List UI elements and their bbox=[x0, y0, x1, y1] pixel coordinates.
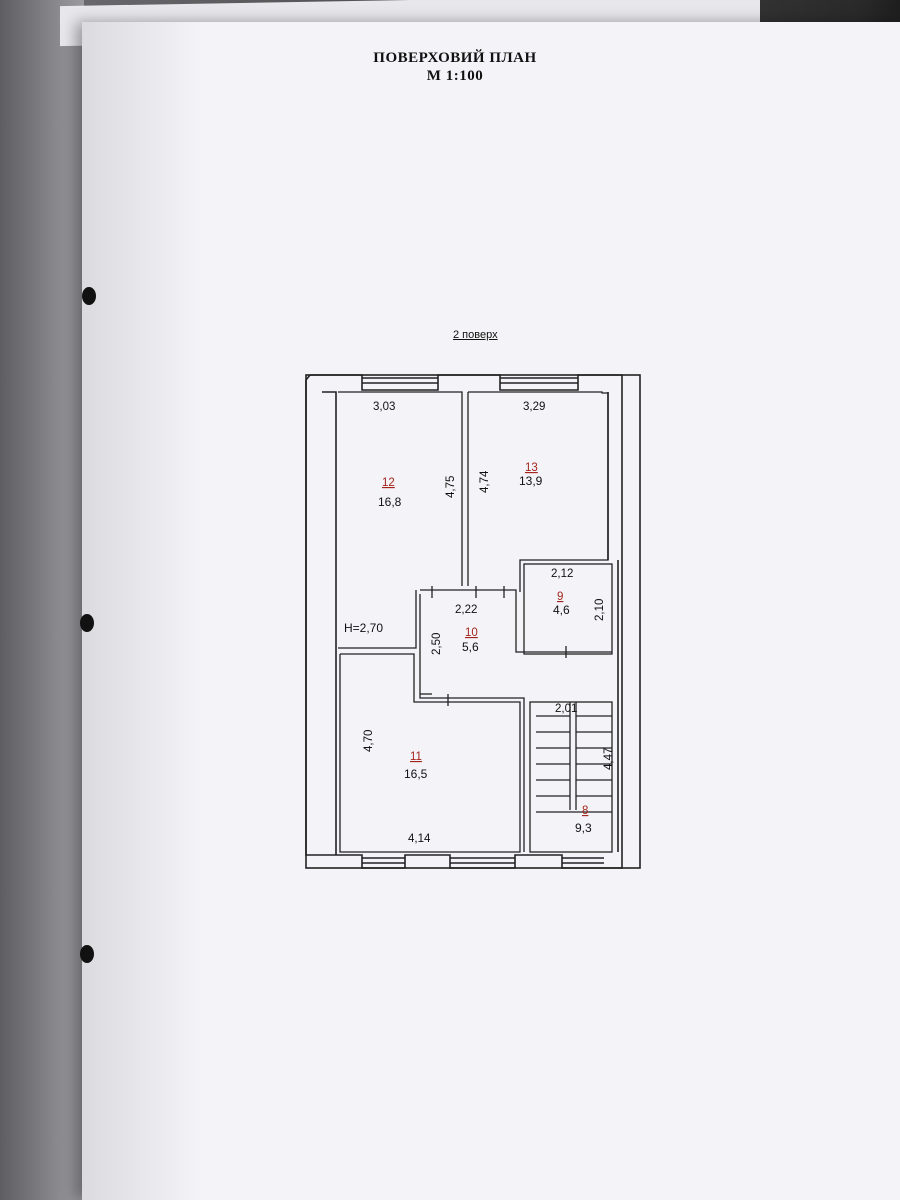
room-10-area: 5,6 bbox=[462, 640, 479, 654]
room-12-number: 12 bbox=[382, 477, 395, 489]
document-sheet bbox=[82, 22, 900, 1200]
room-13-walls bbox=[468, 391, 609, 592]
outer-frame bbox=[305, 374, 641, 869]
room-12-area: 16,8 bbox=[378, 495, 402, 509]
room-11-area: 16,5 bbox=[404, 767, 428, 781]
inner-wall-outline bbox=[322, 391, 337, 855]
punch-hole bbox=[80, 945, 94, 963]
room-9-width: 2,12 bbox=[551, 568, 573, 580]
room-8-number: 8 bbox=[582, 805, 588, 817]
room-11-length: 4,70 bbox=[363, 730, 375, 752]
punch-hole bbox=[80, 614, 94, 632]
ceiling-height: H=2,70 bbox=[344, 621, 383, 635]
room-8-length: 4,47 bbox=[603, 748, 615, 770]
room-10-number: 10 bbox=[465, 627, 478, 639]
room-11-walls bbox=[339, 653, 521, 853]
room-10-width: 2,22 bbox=[455, 604, 477, 616]
room-13-width: 3,29 bbox=[523, 401, 545, 413]
room-13-number: 13 bbox=[525, 462, 538, 474]
room-9-number: 9 bbox=[557, 591, 563, 603]
plan-scale: М 1:100 bbox=[426, 68, 484, 84]
room-13-area: 13,9 bbox=[519, 474, 543, 488]
room-9-length: 2,10 bbox=[594, 599, 606, 621]
room-11-width: 4,14 bbox=[408, 833, 431, 845]
room-8-width: 2,01 bbox=[555, 703, 577, 715]
room-12-length: 4,75 bbox=[445, 476, 457, 498]
room-10-walls bbox=[420, 589, 612, 653]
room-10-walls-lower bbox=[419, 594, 525, 852]
room-12-width: 3,03 bbox=[373, 401, 395, 413]
underlying-page bbox=[0, 0, 84, 1200]
room-10-length: 2,50 bbox=[431, 633, 443, 655]
room-12-walls bbox=[338, 391, 463, 586]
room-13-length: 4,74 bbox=[479, 470, 491, 493]
punch-hole bbox=[82, 287, 96, 305]
room-12-bottom-wall bbox=[338, 590, 417, 649]
room-8-walls bbox=[529, 701, 613, 853]
room-11-number: 11 bbox=[410, 751, 422, 763]
room-8-area: 9,3 bbox=[575, 821, 592, 835]
floor-label: 2 поверх bbox=[453, 329, 498, 341]
sheet-shadow bbox=[82, 22, 202, 1200]
room-9-area: 4,6 bbox=[553, 603, 570, 617]
plan-title: ПОВЕРХОВИЙ ПЛАН bbox=[373, 50, 537, 66]
room-9-walls bbox=[523, 563, 613, 655]
